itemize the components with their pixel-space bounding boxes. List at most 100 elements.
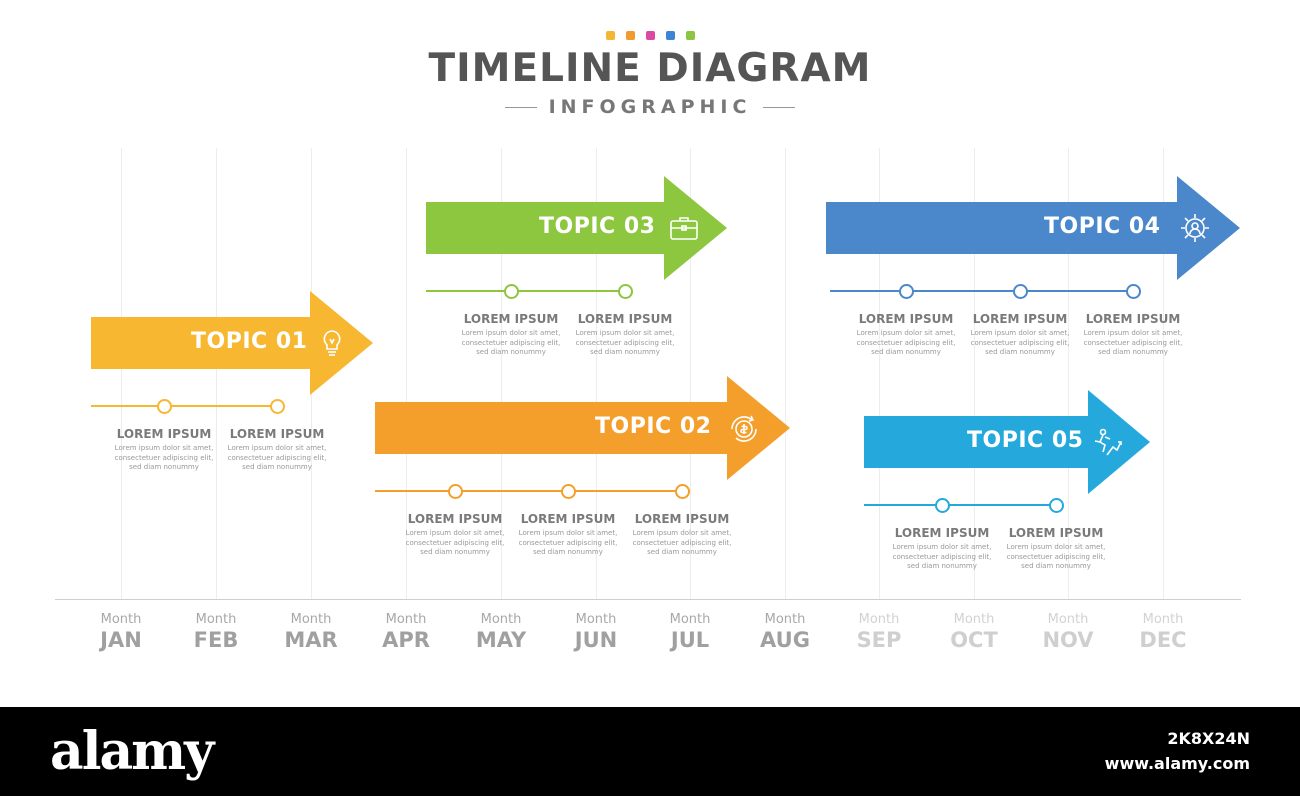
- milestone-title: LOREM IPSUM: [463, 312, 559, 326]
- milestone-text-line: sed diam nonummy: [907, 562, 977, 570]
- milestone-text: Lorem ipsum dolor sit amet,consectetuer …: [627, 529, 737, 558]
- month-caption: Month: [385, 612, 427, 627]
- topic-arrow: TOPIC 02: [375, 376, 790, 480]
- milestone-text-line: consectetuer adipiscing elit,: [1006, 552, 1106, 561]
- topic-label: TOPIC 02: [595, 414, 712, 439]
- milestone-track: [830, 290, 1137, 292]
- milestone-text-line: sed diam nonummy: [590, 348, 660, 356]
- month-caption: Month: [1142, 612, 1184, 627]
- grid-line: [1163, 148, 1164, 600]
- milestone-text-line: consectetuer adipiscing elit,: [632, 538, 732, 547]
- milestone-text-line: Lorem ipsum dolor sit amet,: [575, 329, 675, 337]
- month-caption: Month: [1047, 612, 1089, 627]
- milestone-text-line: Lorem ipsum dolor sit amet,: [1083, 329, 1183, 337]
- milestone-text: Lorem ipsum dolor sit amet,consectetuer …: [1001, 543, 1111, 572]
- milestone-title: LOREM IPSUM: [1085, 312, 1181, 326]
- month-name: MAY: [475, 628, 527, 652]
- milestone-text-line: sed diam nonummy: [242, 463, 312, 471]
- month-caption: Month: [953, 612, 995, 627]
- grid-line: [785, 148, 786, 600]
- milestone-title: LOREM IPSUM: [116, 427, 212, 441]
- milestone-text: Lorem ipsum dolor sit amet,consectetuer …: [965, 329, 1075, 358]
- milestone-text: Lorem ipsum dolor sit amet,consectetuer …: [222, 444, 332, 473]
- milestone-text-line: Lorem ipsum dolor sit amet,: [1006, 543, 1106, 551]
- month-caption: Month: [195, 612, 237, 627]
- milestone-title: LOREM IPSUM: [634, 512, 730, 526]
- month-caption: Month: [100, 612, 142, 627]
- milestone-text-line: sed diam nonummy: [871, 348, 941, 356]
- arrow-shape: [864, 390, 1150, 494]
- month-name: MAR: [284, 628, 338, 652]
- milestone-track: [864, 504, 1058, 506]
- grid-line: [121, 148, 122, 600]
- arrow-shape: [91, 291, 373, 395]
- topic-arrow: TOPIC 04: [826, 176, 1240, 280]
- grid-line: [974, 148, 975, 600]
- milestone-text-line: consectetuer adipiscing elit,: [114, 453, 214, 462]
- milestone-label: LOREM IPSUM Lorem ipsum dolor sit amet,co…: [109, 427, 219, 473]
- month-caption: Month: [480, 612, 522, 627]
- month-name: APR: [382, 628, 430, 652]
- milestone-text-line: Lorem ipsum dolor sit amet,: [856, 329, 956, 337]
- grid-line: [879, 148, 880, 600]
- topic-label: TOPIC 03: [539, 214, 656, 239]
- milestone-text-line: sed diam nonummy: [476, 348, 546, 356]
- milestone-title: LOREM IPSUM: [577, 312, 673, 326]
- milestone-marker: [618, 284, 633, 299]
- month-name: FEB: [193, 628, 239, 652]
- milestone-text-line: sed diam nonummy: [647, 548, 717, 556]
- month-name: NOV: [1042, 628, 1094, 652]
- milestone-label: LOREM IPSUM Lorem ipsum dolor sit amet,co…: [851, 312, 961, 358]
- briefcase-icon: [667, 211, 701, 245]
- milestone-text-line: consectetuer adipiscing elit,: [970, 338, 1070, 347]
- month-name: AUG: [760, 628, 810, 652]
- milestone-title: LOREM IPSUM: [894, 526, 990, 540]
- milestone-text-line: sed diam nonummy: [985, 348, 1055, 356]
- milestone-text-line: consectetuer adipiscing elit,: [856, 338, 956, 347]
- milestone-text: Lorem ipsum dolor sit amet,consectetuer …: [400, 529, 510, 558]
- milestone-text-line: Lorem ipsum dolor sit amet,: [518, 529, 618, 537]
- milestone-text-line: sed diam nonummy: [1021, 562, 1091, 570]
- milestone-text: Lorem ipsum dolor sit amet,consectetuer …: [513, 529, 623, 558]
- milestone-text: Lorem ipsum dolor sit amet,consectetuer …: [109, 444, 219, 473]
- month-name: SEP: [856, 628, 902, 652]
- page-subtitle: INFOGRAPHIC: [548, 96, 752, 118]
- milestone-text-line: consectetuer adipiscing elit,: [892, 552, 992, 561]
- grid-line: [596, 148, 597, 600]
- milestone-title: LOREM IPSUM: [858, 312, 954, 326]
- milestone-track: [91, 405, 285, 407]
- milestone-text-line: consectetuer adipiscing elit,: [405, 538, 505, 547]
- milestone-text-line: sed diam nonummy: [1098, 348, 1168, 356]
- topic-label: TOPIC 01: [191, 329, 308, 354]
- month-caption: Month: [290, 612, 332, 627]
- milestone-marker: [270, 399, 285, 414]
- milestone-text-line: sed diam nonummy: [420, 548, 490, 556]
- lightbulb-icon: [315, 326, 349, 360]
- milestone-text-line: Lorem ipsum dolor sit amet,: [892, 543, 992, 551]
- gear-person-icon: [1178, 211, 1212, 245]
- month-name: JAN: [100, 628, 142, 652]
- milestone-marker: [935, 498, 950, 513]
- header-dots: [0, 31, 1300, 40]
- milestone-marker: [448, 484, 463, 499]
- milestone-marker: [1126, 284, 1141, 299]
- milestone-text-line: consectetuer adipiscing elit,: [1083, 338, 1183, 347]
- site-url[interactable]: www.alamy.com: [1104, 754, 1250, 773]
- footer-bar: alamy 2K8X24N www.alamy.com: [0, 707, 1300, 796]
- grid-line: [216, 148, 217, 600]
- growth-runner-icon: [1089, 425, 1123, 459]
- subtitle-row: INFOGRAPHIC: [0, 96, 1300, 118]
- timeline-baseline: [55, 599, 1241, 600]
- milestone-text: Lorem ipsum dolor sit amet,consectetuer …: [887, 543, 997, 572]
- milestone-text-line: Lorem ipsum dolor sit amet,: [405, 529, 505, 537]
- month-name: DEC: [1139, 628, 1187, 652]
